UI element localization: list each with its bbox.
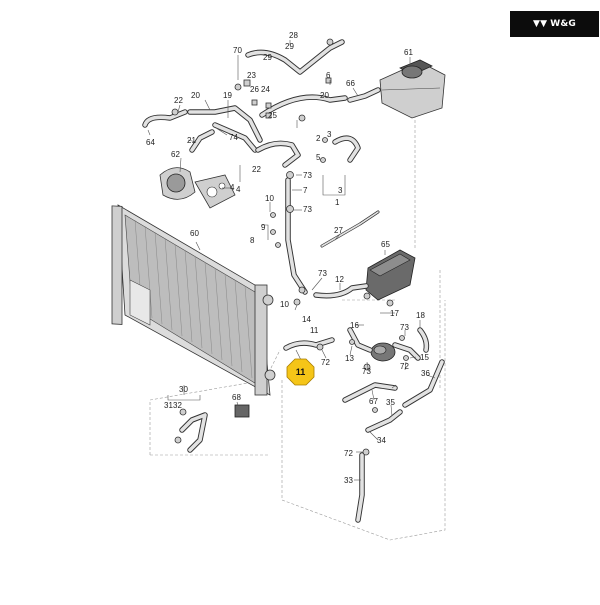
callout-label: 72	[400, 362, 409, 371]
callout-label: 26	[250, 85, 259, 94]
callout-label: 61	[404, 48, 413, 57]
callout-label: 73	[303, 171, 312, 180]
callout-label: 18	[416, 311, 425, 320]
callout-label: 22	[174, 96, 183, 105]
coolant-hoses	[142, 39, 445, 523]
callout-label: 23	[247, 71, 256, 80]
callout-label: 13	[345, 354, 354, 363]
callout-label: 32	[173, 401, 182, 410]
callout-label: 73	[362, 367, 371, 376]
callout-label: 24	[261, 85, 270, 94]
callout-label: 28	[289, 31, 298, 40]
expansion-tank-part	[379, 59, 446, 119]
callout-label: 29	[285, 42, 294, 51]
callout-label: 67	[369, 397, 378, 406]
highlighted-part-marker[interactable]: 11	[286, 358, 315, 386]
callout-label: 62	[171, 150, 180, 159]
highlight-label: 11	[296, 367, 306, 377]
callout-label: 10	[280, 300, 289, 309]
callout-label: 66	[346, 79, 355, 88]
callout-label: 35	[386, 398, 395, 407]
callout-label: 29	[263, 53, 272, 62]
callout-label: 11	[310, 326, 319, 335]
thermostat-housing-part	[159, 167, 236, 209]
callout-label: 65	[381, 240, 390, 249]
callout-label: 73	[303, 205, 312, 214]
fittings	[171, 38, 409, 456]
callout-label: 21	[187, 136, 196, 145]
callout-label: 30	[179, 385, 188, 394]
callout-label: 10	[265, 194, 274, 203]
brand-logo-icon: ▼▼	[532, 19, 548, 29]
callout-label: 9	[261, 223, 266, 232]
callout-label: 70	[233, 46, 242, 55]
callout-label: 20	[320, 91, 329, 100]
callout-label: 2	[316, 134, 321, 143]
callout-label: 64	[146, 138, 155, 147]
callout-label: 15	[420, 353, 429, 362]
callout-label: 1	[335, 198, 340, 207]
callout-label: 73	[318, 269, 327, 278]
callout-label: 73	[400, 323, 409, 332]
callout-label: 74	[229, 133, 238, 142]
callout-label: 4	[236, 185, 241, 194]
callout-label: 16	[350, 321, 359, 330]
callout-label: 17	[390, 309, 399, 318]
callout-label: 6	[326, 71, 331, 80]
callout-label: 20	[191, 91, 200, 100]
callout-label: 12	[335, 275, 344, 284]
callout-label: 68	[232, 393, 241, 402]
callout-label: 33	[344, 476, 353, 485]
auxiliary-pump-part	[370, 342, 396, 362]
callout-label: 14	[302, 315, 311, 324]
callout-label: 7	[303, 186, 308, 195]
leader-lines	[147, 40, 436, 481]
callout-label: 4	[230, 183, 235, 192]
brand-badge: ▼▼ W&G	[510, 11, 599, 37]
callout-label: 3	[338, 186, 343, 195]
callout-label: 60	[190, 229, 199, 238]
callout-label: 19	[223, 91, 232, 100]
callout-label: 27	[334, 226, 343, 235]
callout-label: 25	[268, 111, 277, 120]
callout-label: 36	[421, 369, 430, 378]
callout-labels: 70 29 28 29 6 61 66 22 20 19 23 26 24 25…	[146, 31, 430, 485]
callout-label: 3	[327, 130, 332, 139]
callout-label: 34	[377, 436, 386, 445]
callout-label: 72	[344, 449, 353, 458]
callout-label: 31	[164, 401, 173, 410]
callout-label: 8	[250, 236, 255, 245]
callout-label: 5	[316, 153, 321, 162]
brand-label: W&G	[550, 19, 576, 29]
callout-label: 22	[252, 165, 261, 174]
callout-label: 72	[321, 358, 330, 367]
coolant-pump-part	[365, 249, 416, 301]
radiator-part	[111, 204, 276, 396]
